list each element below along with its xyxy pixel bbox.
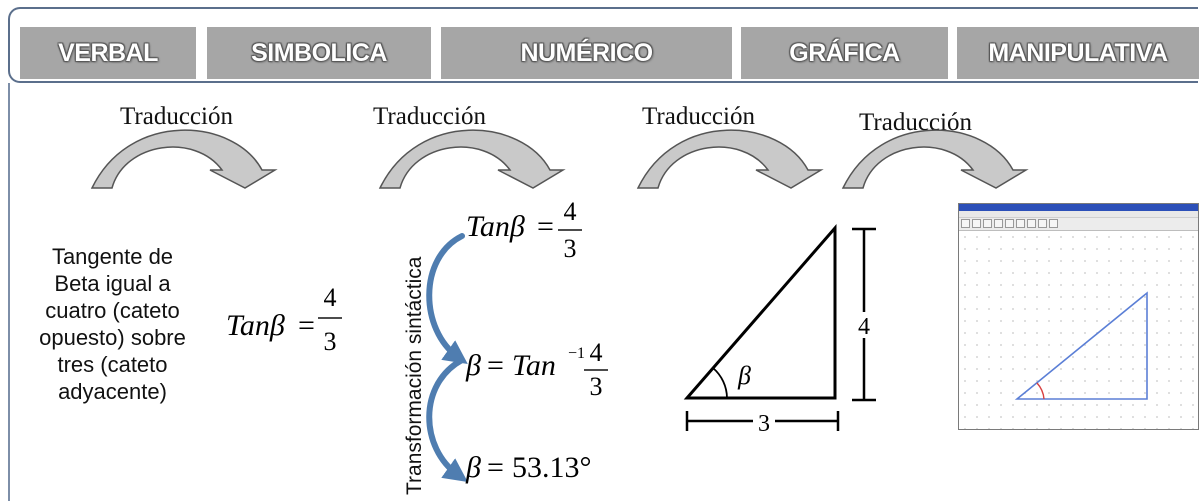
syntactic-transformation-label: Transformación sintáctica <box>403 256 426 495</box>
step1-equals: = <box>537 210 554 243</box>
ss-tool-icon <box>983 219 992 228</box>
symbolic-lhs: Tanβ <box>226 309 285 342</box>
symbolic-numerator: 4 <box>324 283 337 312</box>
geometry-software-screenshot <box>958 203 1199 430</box>
ss-triangle <box>1014 291 1148 400</box>
transform-arrow-2 <box>426 357 468 482</box>
translation-label-1: Traducción <box>120 103 233 130</box>
ss-tool-icon <box>972 219 981 228</box>
left-border <box>8 83 10 501</box>
tab-numerico[interactable]: NUMÉRICO <box>441 27 732 79</box>
ss-tool-icon <box>1027 219 1036 228</box>
translation-arrow-1 <box>90 129 278 189</box>
tab-bar-frame <box>8 7 1198 83</box>
angle-label: β <box>737 361 751 390</box>
step2-beta: β <box>465 349 481 382</box>
step3-value: 53.13° <box>512 451 592 484</box>
ss-triangle-drawing <box>1014 291 1148 400</box>
numeric-transformation: Transformación sintáctica Tanβ = 4 3 β =… <box>403 197 608 495</box>
ss-tool-icon <box>1049 219 1058 228</box>
ss-canvas <box>959 231 1198 429</box>
translation-label-2: Traducción <box>373 103 486 130</box>
translation-arrow-3 <box>636 129 824 189</box>
ss-titlebar <box>959 204 1198 211</box>
ss-angle-arc <box>1036 382 1045 400</box>
step1-denominator: 3 <box>564 234 577 263</box>
verbal-description: Tangente de Beta igual a cuatro (cateto … <box>39 244 186 404</box>
step1-numerator: 4 <box>564 197 577 226</box>
right-triangle <box>683 223 837 400</box>
tab-grafica[interactable]: GRÁFICA <box>741 27 948 79</box>
ss-tool-icon <box>1038 219 1047 228</box>
graphic-triangle: β 4 3 <box>683 223 876 437</box>
step3-beta: β <box>465 451 481 484</box>
ss-tool-icon <box>1005 219 1014 228</box>
step2-equals: = <box>487 349 504 382</box>
base-label: 3 <box>758 411 770 437</box>
translation-arrow-4 <box>841 129 1029 189</box>
tab-manipulativa[interactable]: MANIPULATIVA <box>957 27 1199 79</box>
ss-menubar <box>959 211 1198 218</box>
transform-arrow-1 <box>426 233 468 364</box>
step2-numerator: 4 <box>590 338 603 367</box>
height-label: 4 <box>858 314 870 340</box>
angle-arc <box>712 367 728 399</box>
step2-function: Tan <box>512 349 556 382</box>
ss-tool-icon <box>961 219 970 228</box>
step1-lhs: Tanβ <box>466 210 525 243</box>
symbolic-equals: = <box>298 309 315 342</box>
ss-tool-icon <box>1016 219 1025 228</box>
step2-superscript: −1 <box>568 345 585 362</box>
tab-simbolica[interactable]: SIMBOLICA <box>207 27 431 79</box>
ss-toolbar <box>959 218 1198 231</box>
step3-equals: = <box>487 451 504 484</box>
symbolic-formula: Tanβ = 4 3 <box>226 283 342 356</box>
translation-arrow-2 <box>378 129 566 189</box>
tab-verbal[interactable]: VERBAL <box>20 27 196 79</box>
translation-label-3: Traducción <box>642 103 755 130</box>
step2-denominator: 3 <box>590 372 603 401</box>
symbolic-denominator: 3 <box>324 327 337 356</box>
ss-tool-icon <box>994 219 1003 228</box>
